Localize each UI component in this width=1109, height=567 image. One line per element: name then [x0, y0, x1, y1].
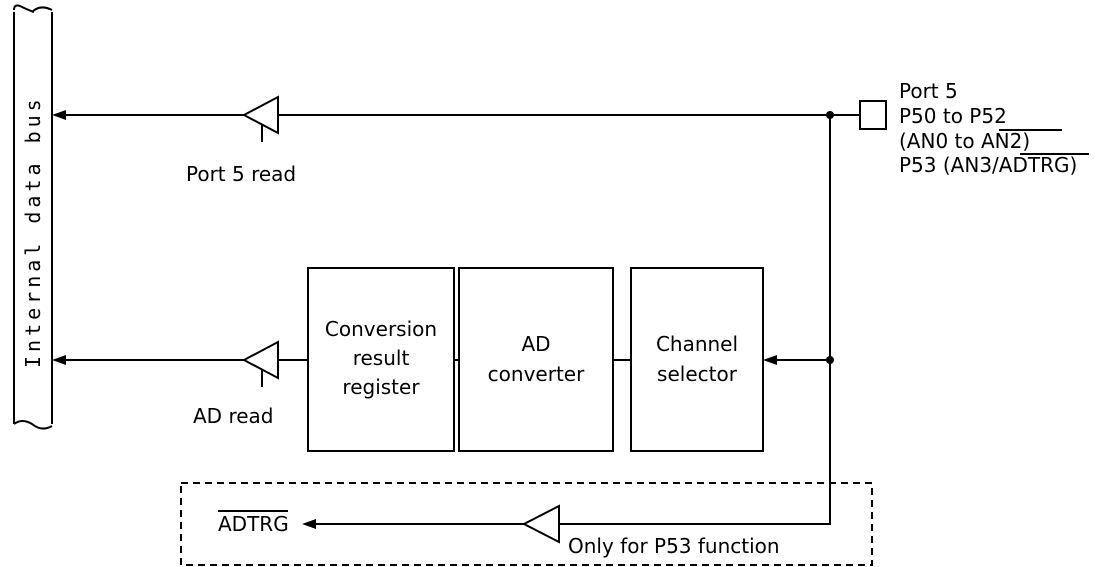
port5-p53: P53 (AN3/ADTRG) — [899, 153, 1077, 177]
svg-text:AD: AD — [521, 332, 550, 356]
svg-text:Channel: Channel — [656, 332, 738, 356]
port5-title: Port 5 — [899, 79, 958, 103]
port5-an-range: (AN0 to AN2) — [899, 129, 1030, 153]
svg-text:Conversion: Conversion — [325, 317, 437, 341]
arrow-to-adtrg — [302, 519, 316, 529]
conversion-result-register: Conversion result register — [307, 267, 455, 452]
p53-function-dashed-box — [180, 482, 873, 566]
internal-data-bus: Internal data bus — [13, 4, 53, 430]
adtrg-label: ADTRG — [218, 512, 289, 536]
port-pin — [859, 100, 887, 130]
port5-read-label: Port 5 read — [186, 162, 296, 186]
junction-mid — [826, 356, 834, 364]
port5-read-path: Port 5 read — [52, 95, 860, 186]
arrow-to-bus-top — [52, 110, 66, 120]
arrow-to-selector — [763, 355, 777, 365]
port5-labels: Port 5 P50 to P52 (AN0 to AN2) P53 (AN3/… — [899, 79, 1089, 177]
ad-read-label: AD read — [193, 404, 273, 428]
svg-text:selector: selector — [657, 362, 738, 386]
adtrg-path: ADTRG Only for P53 function — [218, 504, 830, 558]
port5-pins: P50 to P52 — [899, 104, 1007, 128]
p53-only-label: Only for P53 function — [568, 534, 780, 558]
svg-text:result: result — [353, 346, 410, 370]
ad-read-path: AD read — [52, 340, 308, 428]
bus-label: Internal data bus — [21, 95, 45, 368]
adtrg-buffer — [521, 504, 560, 544]
svg-text:converter: converter — [488, 362, 585, 386]
svg-text:register: register — [342, 375, 420, 399]
arrow-to-bus-mid — [52, 355, 66, 365]
channel-selector: Channel selector — [630, 267, 764, 452]
ad-converter: AD converter — [458, 267, 614, 452]
